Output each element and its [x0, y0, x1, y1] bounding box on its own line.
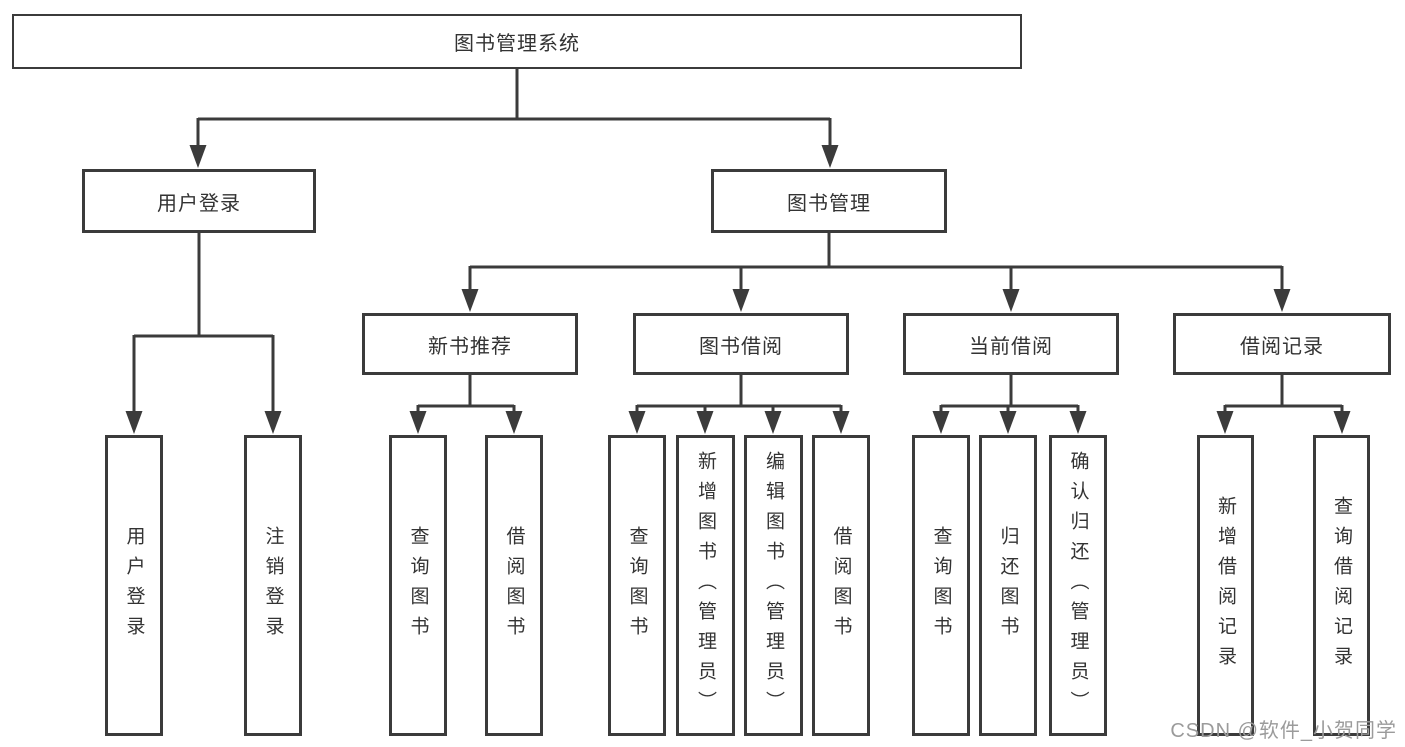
leaf-query-books-borrowing: 查询图书	[608, 435, 666, 736]
leaf-borrow-books-recommendation: 借阅图书	[485, 435, 543, 736]
leaf-query-books-current: 查询图书	[912, 435, 970, 736]
node-current-borrowing-label: 当前借阅	[969, 335, 1053, 358]
node-book-management-label: 图书管理	[787, 192, 871, 215]
arrow-icon	[189, 145, 207, 168]
leaf-edit-books-admin-label: 编辑图书（管理员）	[763, 450, 784, 721]
csdn-watermark: CSDN @软件_小贺同学	[1170, 720, 1397, 742]
arrow-icon	[1002, 289, 1020, 312]
node-borrowing-records-label: 借阅记录	[1240, 335, 1324, 358]
arrow-icon	[125, 411, 143, 434]
arrow-icon	[764, 411, 782, 434]
arrow-icon	[461, 289, 479, 312]
leaf-edit-books-admin: 编辑图书（管理员）	[744, 435, 803, 736]
arrow-icon	[409, 411, 427, 434]
leaf-query-books-borrowing-label: 查询图书	[626, 525, 648, 646]
arrow-icon	[932, 411, 950, 434]
leaf-return-books-label: 归还图书	[997, 525, 1019, 646]
leaf-query-borrow-record-label: 查询借阅记录	[1331, 495, 1352, 676]
leaf-borrow-books: 借阅图书	[812, 435, 870, 736]
arrow-icon	[1069, 411, 1087, 434]
arrow-icon	[732, 289, 750, 312]
leaf-confirm-return-admin-label: 确认归还（管理员）	[1067, 450, 1089, 721]
node-book-management: 图书管理	[711, 169, 947, 233]
arrow-icon	[696, 411, 714, 434]
node-current-borrowing: 当前借阅	[903, 313, 1119, 375]
leaf-query-books-current-label: 查询图书	[930, 525, 952, 646]
node-library-management-system: 图书管理系统	[12, 14, 1022, 69]
leaf-logout-label: 注销登录	[262, 525, 284, 646]
leaf-query-borrow-record: 查询借阅记录	[1313, 435, 1370, 736]
arrow-icon	[505, 411, 523, 434]
node-user-login-label: 用户登录	[157, 192, 241, 215]
leaf-add-books-admin: 新增图书（管理员）	[676, 435, 735, 736]
leaf-borrow-books-recommendation-label: 借阅图书	[503, 525, 525, 646]
leaf-add-borrow-record-label: 新增借阅记录	[1215, 495, 1236, 676]
leaf-confirm-return-admin: 确认归还（管理员）	[1049, 435, 1107, 736]
arrow-icon	[832, 411, 850, 434]
arrow-icon	[1333, 411, 1351, 434]
arrow-icon	[821, 145, 839, 168]
arrow-icon	[1216, 411, 1234, 434]
leaf-return-books: 归还图书	[979, 435, 1037, 736]
node-borrowing-records: 借阅记录	[1173, 313, 1391, 375]
leaf-query-books-recommendation-label: 查询图书	[407, 525, 429, 646]
leaf-add-borrow-record: 新增借阅记录	[1197, 435, 1254, 736]
node-new-book-recommendation-label: 新书推荐	[428, 335, 512, 358]
leaf-query-books-recommendation: 查询图书	[389, 435, 447, 736]
connector-paths	[132, 69, 1344, 414]
arrow-icon	[628, 411, 646, 434]
leaf-logout: 注销登录	[244, 435, 302, 736]
node-book-borrowing-label: 图书借阅	[699, 335, 783, 358]
arrowheads	[125, 145, 1351, 434]
arrow-icon	[264, 411, 282, 434]
node-library-management-system-label: 图书管理系统	[454, 33, 580, 55]
node-book-borrowing: 图书借阅	[633, 313, 849, 375]
node-user-login: 用户登录	[82, 169, 316, 233]
arrow-icon	[999, 411, 1017, 434]
leaf-user-login-label: 用户登录	[123, 525, 145, 646]
leaf-add-books-admin-label: 新增图书（管理员）	[695, 450, 716, 721]
leaf-user-login: 用户登录	[105, 435, 163, 736]
arrow-icon	[1273, 289, 1291, 312]
leaf-borrow-books-label: 借阅图书	[830, 525, 852, 646]
node-new-book-recommendation: 新书推荐	[362, 313, 578, 375]
